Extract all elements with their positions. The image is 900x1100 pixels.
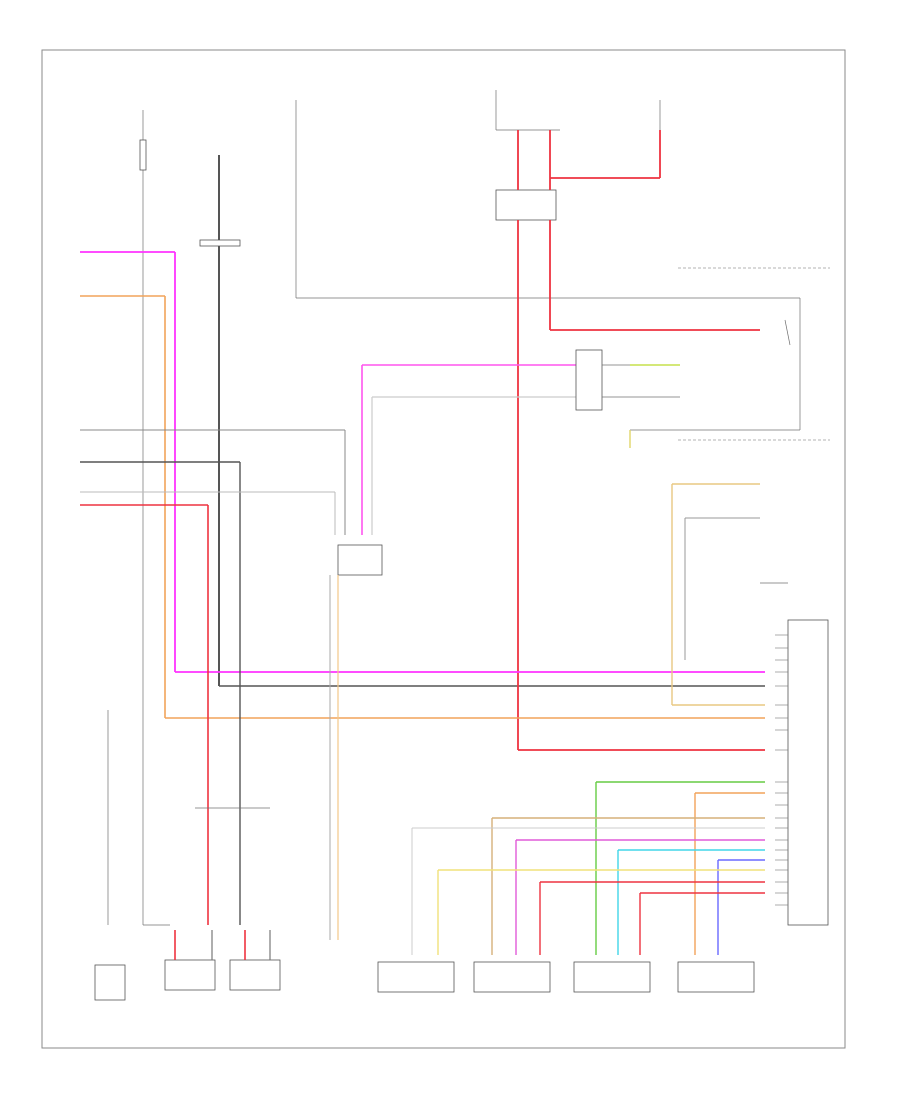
joint-connector <box>337 544 383 576</box>
bottom-connector-b <box>229 959 281 991</box>
ecu-box <box>787 619 829 926</box>
component-left <box>94 964 126 1001</box>
sensor-connector-1 <box>377 961 455 993</box>
fuse-feed-2 <box>295 100 760 299</box>
splice-block <box>199 239 241 247</box>
switch-contact <box>784 319 791 346</box>
sensor-connector-3 <box>573 961 651 993</box>
relay-box <box>495 189 557 221</box>
sensor-connector-4 <box>677 961 755 993</box>
ecu-pin-ticks <box>775 634 788 906</box>
sensor-connector-2 <box>473 961 551 993</box>
fuse-feed-1 <box>139 110 170 926</box>
connector-block <box>575 349 603 411</box>
bottom-connector-a <box>164 959 216 991</box>
diagram-frame <box>41 49 846 1049</box>
